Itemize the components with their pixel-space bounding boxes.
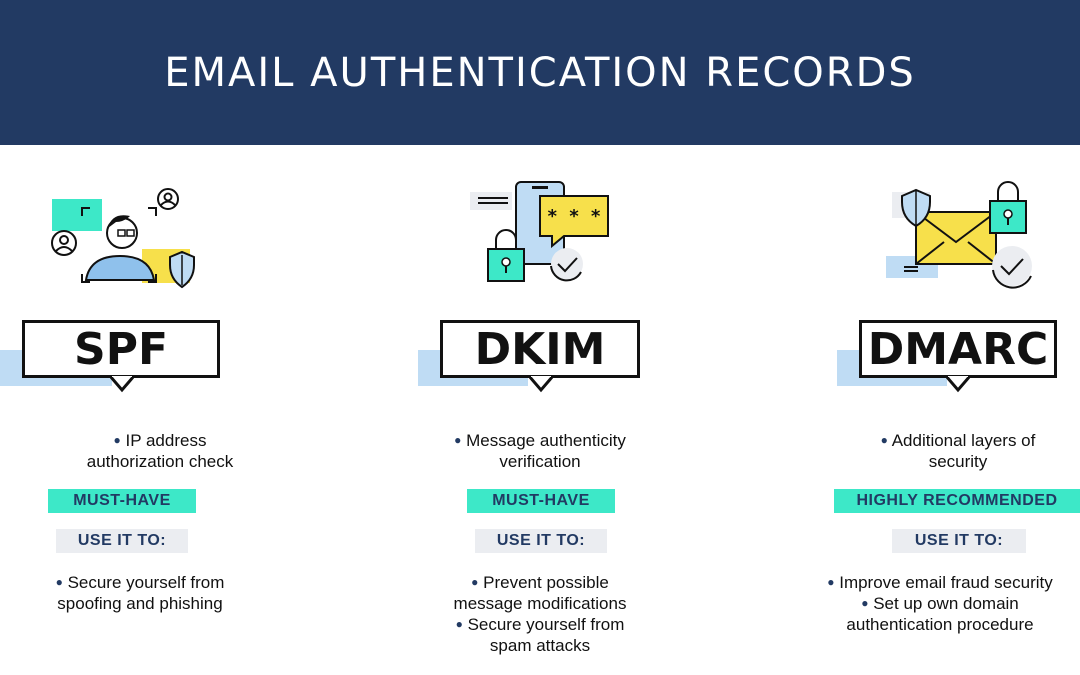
- badge-pointer: [529, 376, 553, 393]
- dkim-priority-tag: MUST-HAVE: [467, 489, 615, 513]
- header-banner: EMAIL AUTHENTICATION RECORDS: [0, 0, 1080, 145]
- teal-block: [52, 199, 102, 231]
- dmarc-badge: DMARC: [760, 320, 1080, 410]
- check-icon: [550, 248, 583, 282]
- badge-pointer: [110, 376, 134, 393]
- dmarc-column: DMARC ● Additional layers of security HI…: [760, 145, 1080, 675]
- spf-uses: ● Secure yourself from spoofing and phis…: [0, 572, 300, 614]
- user-circle-icon: [51, 230, 77, 256]
- list-item: ● Prevent possible message modifications: [380, 572, 700, 614]
- badge-label: DKIM: [440, 320, 640, 378]
- description-line: IP address: [125, 431, 207, 450]
- dkim-uses: ● Prevent possible message modifications…: [380, 572, 700, 656]
- use-line: message modifications: [453, 594, 627, 613]
- dmarc-uses: ● Improve email fraud security ● Set up …: [800, 572, 1080, 635]
- envelope-icon: [915, 211, 997, 265]
- spf-priority-tag: MUST-HAVE: [48, 489, 196, 513]
- dkim-use-label: USE IT TO:: [475, 529, 607, 553]
- bullet: ●: [454, 433, 462, 447]
- use-line: spoofing and phishing: [57, 594, 223, 613]
- use-line: Secure yourself from: [67, 573, 225, 592]
- dkim-illustration: * * *: [470, 181, 609, 282]
- list-item: ● Secure yourself from spam attacks: [380, 614, 700, 656]
- spf-column: SPF ● IP address authorization check MUS…: [0, 145, 320, 675]
- bullet: ●: [827, 575, 835, 589]
- spf-description: ● IP address authorization check: [0, 430, 320, 472]
- spf-use-label: USE IT TO:: [56, 529, 188, 553]
- list-item: ● Secure yourself from spoofing and phis…: [0, 572, 300, 614]
- lock-icon: [487, 229, 525, 282]
- description-line: verification: [499, 452, 581, 471]
- use-line: authentication procedure: [846, 615, 1034, 634]
- dmarc-use-label: USE IT TO:: [892, 529, 1026, 553]
- spf-badge: SPF: [0, 320, 320, 410]
- bullet: ●: [55, 575, 63, 589]
- use-line: Secure yourself from: [467, 615, 625, 634]
- password-bubble-icon: * * *: [539, 195, 609, 249]
- bullet: ●: [471, 575, 479, 589]
- list-item: ● Improve email fraud security: [800, 572, 1080, 593]
- dkim-badge: DKIM: [380, 320, 700, 410]
- page-title: EMAIL AUTHENTICATION RECORDS: [164, 49, 916, 96]
- dmarc-description: ● Additional layers of security: [798, 430, 1080, 472]
- dkim-column: * * * DKIM ● Message authenticity verifi…: [380, 145, 700, 675]
- use-line: spam attacks: [489, 636, 591, 655]
- use-line: Set up own domain: [873, 594, 1019, 613]
- bullet: ●: [455, 617, 463, 631]
- focus-frame: [81, 207, 157, 283]
- dmarc-illustration: [886, 181, 1032, 289]
- use-line: Prevent possible: [483, 573, 609, 592]
- spf-illustration: [51, 188, 195, 289]
- bullet: ●: [880, 433, 888, 447]
- password-mask: * * *: [547, 206, 601, 227]
- description-line: Additional layers of: [891, 431, 1036, 450]
- description-line: authorization check: [86, 452, 234, 471]
- list-item: ● Set up own domain authentication proce…: [800, 593, 1080, 635]
- dkim-description: ● Message authenticity verification: [380, 430, 700, 472]
- use-line: Improve email fraud security: [839, 573, 1053, 592]
- dmarc-priority-tag: HIGHLY RECOMMENDED: [834, 489, 1080, 513]
- description-line: security: [928, 452, 988, 471]
- check-icon: [992, 246, 1032, 289]
- message-lines-icon: [470, 192, 512, 210]
- user-circle-icon: [157, 188, 179, 210]
- bullet: ●: [861, 596, 869, 610]
- shield-icon: [901, 188, 931, 228]
- person-icon: [84, 215, 156, 281]
- badge-label: SPF: [22, 320, 220, 378]
- description-line: Message authenticity: [466, 431, 626, 450]
- shield-icon: [169, 250, 195, 289]
- bullet: ●: [113, 433, 121, 447]
- badge-label: DMARC: [859, 320, 1057, 378]
- lines-icon: [904, 266, 918, 272]
- badge-pointer: [946, 376, 970, 393]
- lock-icon: [989, 181, 1027, 234]
